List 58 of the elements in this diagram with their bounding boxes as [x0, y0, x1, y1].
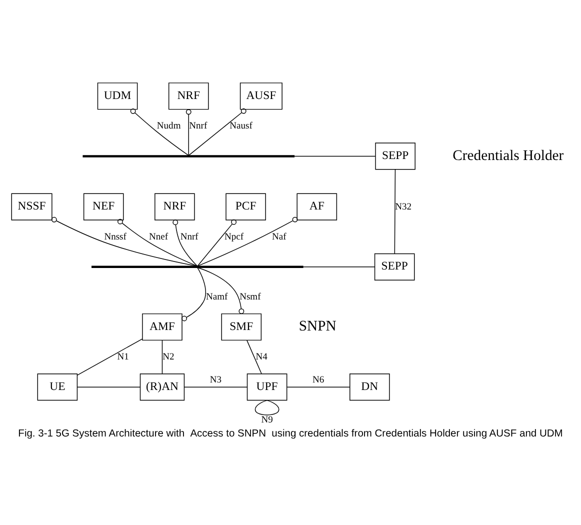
caption: Fig. 3-1 5G System Architecture with Access to SNPN using credentials from Credentials Holder using AUSF and UDM	[18, 428, 563, 440]
edge-label: Npcf	[224, 232, 244, 242]
node-box: AUSF	[240, 82, 282, 110]
connector	[254, 400, 280, 416]
connector	[76, 338, 143, 376]
node-box: AF	[296, 193, 338, 220]
connector	[286, 386, 350, 388]
connector	[51, 216, 198, 267]
connector	[246, 340, 262, 374]
connector	[172, 220, 198, 266]
label: SNPN	[298, 318, 336, 335]
edge-label: Nnrf	[180, 232, 198, 242]
node-box: NRF	[168, 82, 209, 110]
node-bar	[92, 266, 304, 268]
edge-label: Nnrf	[189, 122, 208, 132]
connector	[197, 216, 298, 266]
node-box: NSSF	[11, 193, 52, 220]
edge-label: N2	[162, 352, 174, 363]
connector	[197, 219, 237, 266]
edge-label: N6	[312, 375, 324, 386]
connector	[188, 108, 246, 156]
connector	[302, 266, 375, 268]
connector	[184, 386, 248, 388]
edge-label: Nsmf	[240, 292, 261, 302]
connector	[162, 340, 163, 374]
edge-label: Nudm	[156, 122, 181, 132]
edge-label: Naf	[272, 232, 286, 242]
node-box: NEF	[83, 193, 124, 220]
edge-label: Namf	[206, 292, 228, 302]
edge-label: N1	[117, 352, 129, 363]
node-box: SEPP	[374, 253, 415, 280]
connector	[394, 169, 396, 254]
node-box: NRF	[154, 193, 195, 220]
node-box: AMF	[142, 313, 182, 341]
connector	[118, 218, 198, 266]
edge-label: N3	[210, 375, 222, 386]
edge-label: Nnssf	[104, 232, 126, 242]
node-box: UE	[37, 374, 78, 401]
node-box: (R)AN	[140, 374, 185, 401]
edge-label: N32	[395, 202, 412, 212]
connector	[182, 267, 206, 322]
node-box: SMF	[221, 313, 262, 341]
node-box: UDM	[97, 82, 138, 110]
node-bar	[82, 155, 295, 158]
edge-label: Nausf	[230, 122, 252, 132]
node-box: DN	[350, 374, 390, 401]
label: Credentials Holder	[452, 148, 564, 164]
connector	[76, 386, 140, 388]
connector	[130, 108, 189, 156]
node-box: UPF	[246, 374, 288, 401]
connector	[197, 267, 244, 314]
node-box: PCF	[226, 193, 266, 220]
connector	[294, 156, 376, 157]
edge-label: N9	[261, 416, 273, 426]
edge-label: Nnef	[149, 232, 168, 242]
connector	[186, 109, 192, 156]
edge-label: N4	[256, 352, 268, 363]
node-box: SEPP	[375, 142, 416, 170]
